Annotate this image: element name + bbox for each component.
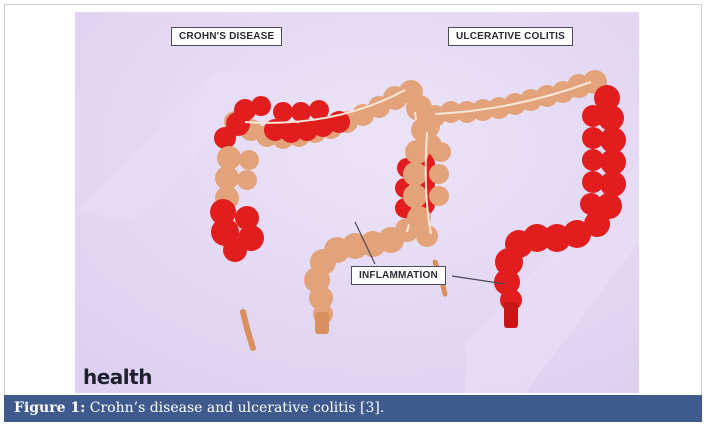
caption-text: Crohn’s disease and ulcerative colitis [… [85, 400, 384, 416]
figure-caption: Figure 1: Crohn’s disease and ulcerative… [4, 395, 702, 422]
crohns-disease-label: CROHN'S DISEASE [171, 27, 282, 46]
caption-prefix: Figure 1: [14, 400, 85, 416]
health-logo: health [83, 365, 152, 389]
ulcerative-colitis-label: ULCERATIVE COLITIS [448, 27, 573, 46]
figure-image [75, 12, 639, 393]
inflammation-callout: INFLAMMATION [351, 266, 446, 285]
